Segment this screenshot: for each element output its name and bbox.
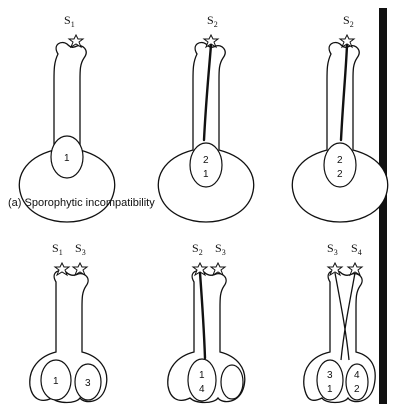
- pollen-left-label-b1: S1: [52, 241, 63, 257]
- ovule-top-label-b2: 1: [199, 370, 205, 381]
- ovule-bottom-label-b2: 4: [199, 384, 205, 395]
- pollen-left-label-b3: S3: [327, 241, 338, 257]
- pollen-label-a3: S2: [343, 13, 354, 29]
- panel-b3: S3 S4 3 1 4 2: [304, 241, 375, 403]
- pollen-right-label-b1: S3: [75, 241, 86, 257]
- panel-b1: S1 S3 1 3: [30, 241, 107, 403]
- ovule-right-top-label-b3: 4: [354, 370, 360, 381]
- ovule-label-a1: 1: [64, 153, 70, 164]
- pollen-left-label-b2: S2: [192, 241, 203, 257]
- ovule-bottom-label-a3: 2: [337, 169, 343, 180]
- pollen-right-label-b2: S3: [215, 241, 226, 257]
- ovule-left-top-label-b3: 3: [327, 370, 333, 381]
- pollen-label-a1: S1: [64, 13, 75, 29]
- ovule-bottom-label-a2: 1: [203, 169, 209, 180]
- pollen-right-label-b3: S4: [351, 241, 362, 257]
- caption-sporophytic: (a) Sporophytic incompatibility: [8, 197, 155, 209]
- ovule-right-label-b1: 3: [85, 378, 91, 389]
- panel-a3: S2 2 2: [292, 13, 387, 222]
- panel-a1: S1 1: [19, 13, 114, 222]
- pistil-a1: [19, 42, 114, 222]
- panel-b2: S2 S3 1 4: [168, 241, 245, 403]
- ovule-top-label-a3: 2: [337, 155, 343, 166]
- pistil-a3: [292, 42, 387, 222]
- ovule-left-label-b1: 1: [53, 376, 59, 387]
- panel-a2: S2 2 1: [158, 13, 253, 222]
- ovule-top-label-a2: 2: [203, 155, 209, 166]
- ovule-right-b2: [221, 365, 243, 399]
- ovule-right-bottom-label-b3: 2: [354, 384, 360, 395]
- pistil-a2: [158, 42, 253, 222]
- ovule-left-bottom-label-b3: 1: [327, 384, 333, 395]
- pollen-label-a2: S2: [207, 13, 218, 29]
